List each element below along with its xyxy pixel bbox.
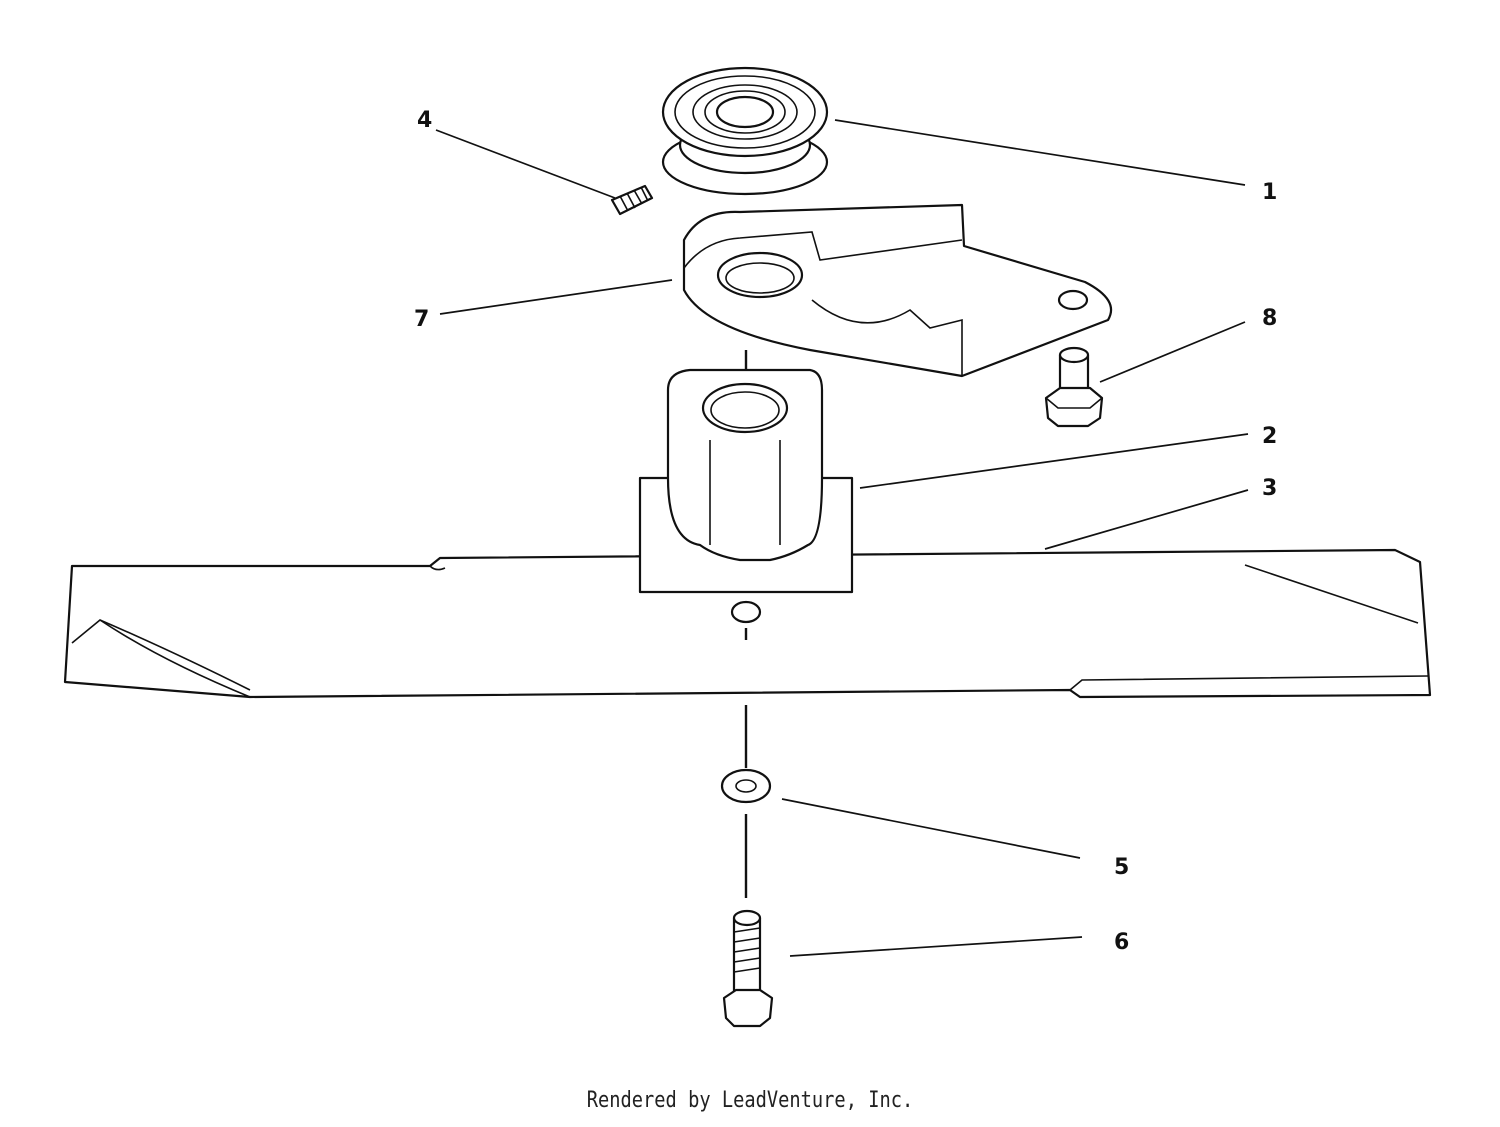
washer-part[interactable] [720,768,772,804]
callout-labels: 1 2 3 4 5 6 7 8 [414,108,1277,955]
callout-4[interactable]: 4 [417,108,432,133]
blade-bolt-part[interactable] [722,909,774,1028]
set-screw-part[interactable] [610,184,654,216]
callout-3[interactable]: 3 [1262,476,1277,501]
callout-5[interactable]: 5 [1114,855,1129,880]
belt-guard-part[interactable] [682,203,1113,378]
callout-2[interactable]: 2 [1262,424,1277,449]
blade-part[interactable] [63,548,1432,699]
callout-7[interactable]: 7 [414,307,429,332]
pulley-part[interactable] [661,66,829,196]
leader-lines [435,119,1249,957]
footer-credit: Rendered by LeadVenture, Inc. [586,1088,914,1113]
callout-6[interactable]: 6 [1114,930,1129,955]
callout-1[interactable]: 1 [1262,180,1277,205]
callout-8[interactable]: 8 [1262,306,1277,331]
blade-adapter-part[interactable] [638,368,854,624]
hex-bolt-part[interactable] [1044,346,1104,428]
